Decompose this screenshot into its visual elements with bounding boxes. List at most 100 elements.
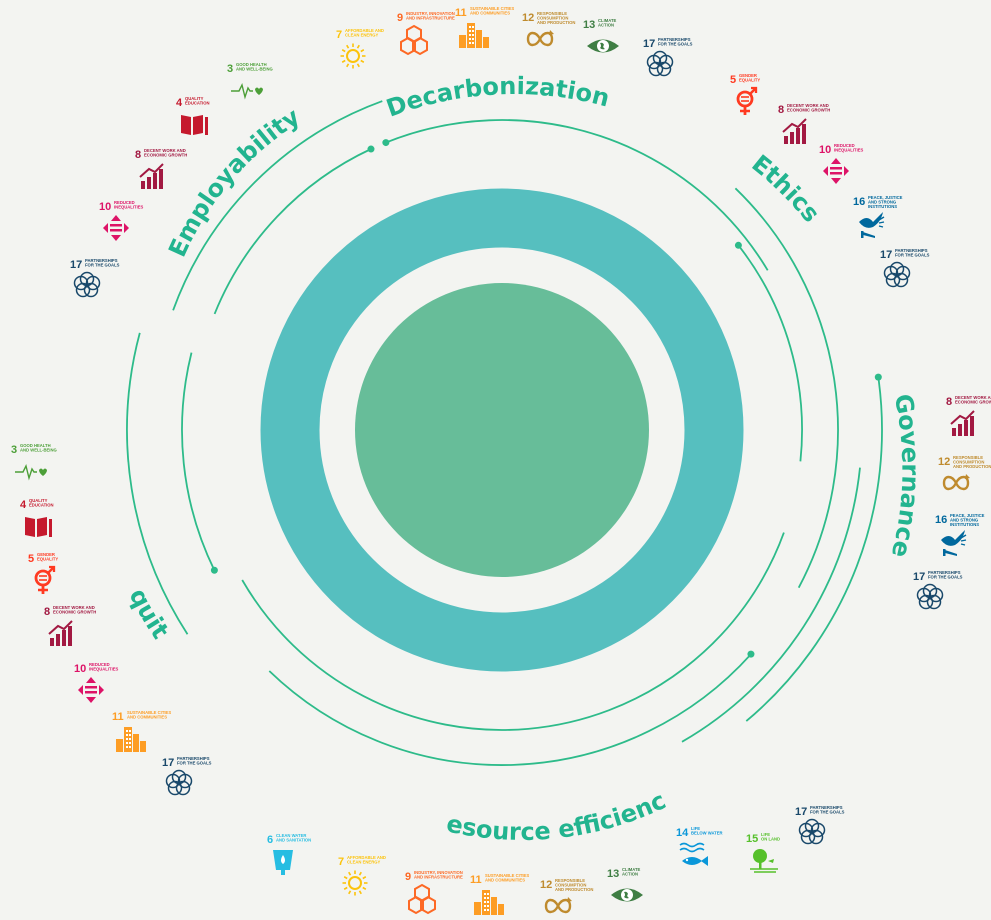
sdg-title-line: INSTITUTIONS (868, 204, 897, 209)
theme-arcs (126, 100, 883, 766)
sdg-title-line: AND PRODUCTION (537, 20, 575, 25)
dove-icon (859, 212, 885, 238)
sdg-title-line: CLIMATE (622, 867, 641, 872)
sdg-title-line: INDUSTRY, INNOVATION (406, 11, 455, 16)
heartbeat-icon (15, 463, 47, 481)
arc-ethics-inner (737, 244, 803, 462)
growth-chart-icon (782, 118, 807, 144)
sdg-title-line: REDUCED (114, 200, 135, 205)
sdg-title-line: CONSUMPTION (537, 16, 568, 21)
inequality-icon (78, 677, 104, 703)
arc-ethics-inner-dot (734, 241, 742, 249)
book-icon (25, 517, 52, 537)
rings-icon (883, 261, 911, 288)
sdg-number: 15 (746, 833, 758, 845)
sdg-title-line: DECENT WORK AND (955, 395, 991, 400)
growth-chart-icon (950, 410, 975, 436)
sdg-title-line: AFFORDABLE AND (347, 855, 386, 860)
sdg-number: 17 (880, 249, 892, 261)
gender-icon (34, 565, 56, 594)
infinity-icon (544, 897, 572, 914)
sdg-title-line: SUSTAINABLE CITIES (127, 710, 171, 715)
sdg-title-line: INEQUALITIES (114, 205, 144, 210)
sdg-number: 7 (336, 29, 342, 41)
sdg-title-line: INEQUALITIES (834, 148, 864, 153)
inequality-icon (823, 158, 849, 184)
water-icon (273, 850, 293, 875)
sdg-title-line: EQUALITY (37, 557, 58, 562)
sdg-number: 8 (44, 606, 50, 618)
sdg-title-line: DECENT WORK AND (53, 605, 95, 610)
sdg-title-line: GENDER (37, 552, 55, 557)
sdg-title-line: AND STRONG (868, 200, 896, 205)
sdg-title-line: ECONOMIC GROWTH (955, 400, 991, 405)
arc-employability-outer (172, 100, 383, 311)
sdg-number: 10 (99, 201, 111, 213)
fish-icon (679, 842, 708, 866)
sdg-number: 8 (946, 396, 952, 408)
sdg-title-line: AND WELL-BEING (236, 67, 273, 72)
arc-resource-outer-dot (747, 650, 755, 658)
arc-employability-inner (213, 148, 372, 315)
sdg-title-line: AFFORDABLE AND (345, 28, 384, 33)
sdg-title-line: PEACE, JUSTICE (868, 195, 903, 200)
sdg-title-line: PARTNERSHIPS (85, 258, 118, 263)
sdg-title-line: EDUCATION (29, 503, 54, 508)
sdg-number: 14 (676, 827, 689, 839)
sdg-number: 12 (522, 12, 534, 24)
arc-equity-inner-dot (210, 566, 218, 574)
sdg-number: 3 (11, 444, 17, 456)
arc-decarbonization (385, 119, 769, 271)
sdg-title-line: INSTITUTIONS (950, 522, 979, 527)
sdg-title-line: FOR THE GOALS (895, 253, 930, 258)
theme-label-governance: Governance (886, 392, 925, 561)
sdg-number: 10 (819, 144, 831, 156)
sdg-title-line: ACTION (598, 23, 614, 28)
sdg-number: 5 (28, 553, 34, 565)
sdg-title-line: ACTION (622, 872, 638, 877)
sdg-number: 3 (227, 63, 233, 75)
sdg-title-line: CLIMATE (598, 18, 617, 23)
sdg-title-line: CLEAN ENERGY (345, 33, 378, 38)
theme-label-ethics: Ethics (746, 149, 825, 227)
arc-resource-outer (268, 653, 752, 766)
sdg-number: 11 (470, 874, 482, 886)
sdg-title-line: PARTNERSHIPS (928, 570, 961, 575)
sdg-number: 5 (730, 74, 736, 86)
sdg-title-line: FOR THE GOALS (658, 42, 693, 47)
sdg-title-line: RESPONSIBLE (555, 878, 585, 883)
arc-equity-outer (126, 332, 189, 635)
sdg-number: 13 (607, 868, 619, 880)
sdg-title-line: PARTNERSHIPS (177, 756, 210, 761)
sdg-number: 10 (74, 663, 86, 675)
city-icon (116, 727, 146, 752)
sdg-title-line: FOR THE GOALS (928, 575, 963, 580)
sdg-title-line: PARTNERSHIPS (810, 805, 843, 810)
sdg-title-line: AND COMMUNITIES (127, 715, 167, 720)
sun-icon (340, 43, 366, 69)
sdg-title-line: DECENT WORK AND (787, 103, 829, 108)
sdg-title-line: GENDER (739, 73, 757, 78)
